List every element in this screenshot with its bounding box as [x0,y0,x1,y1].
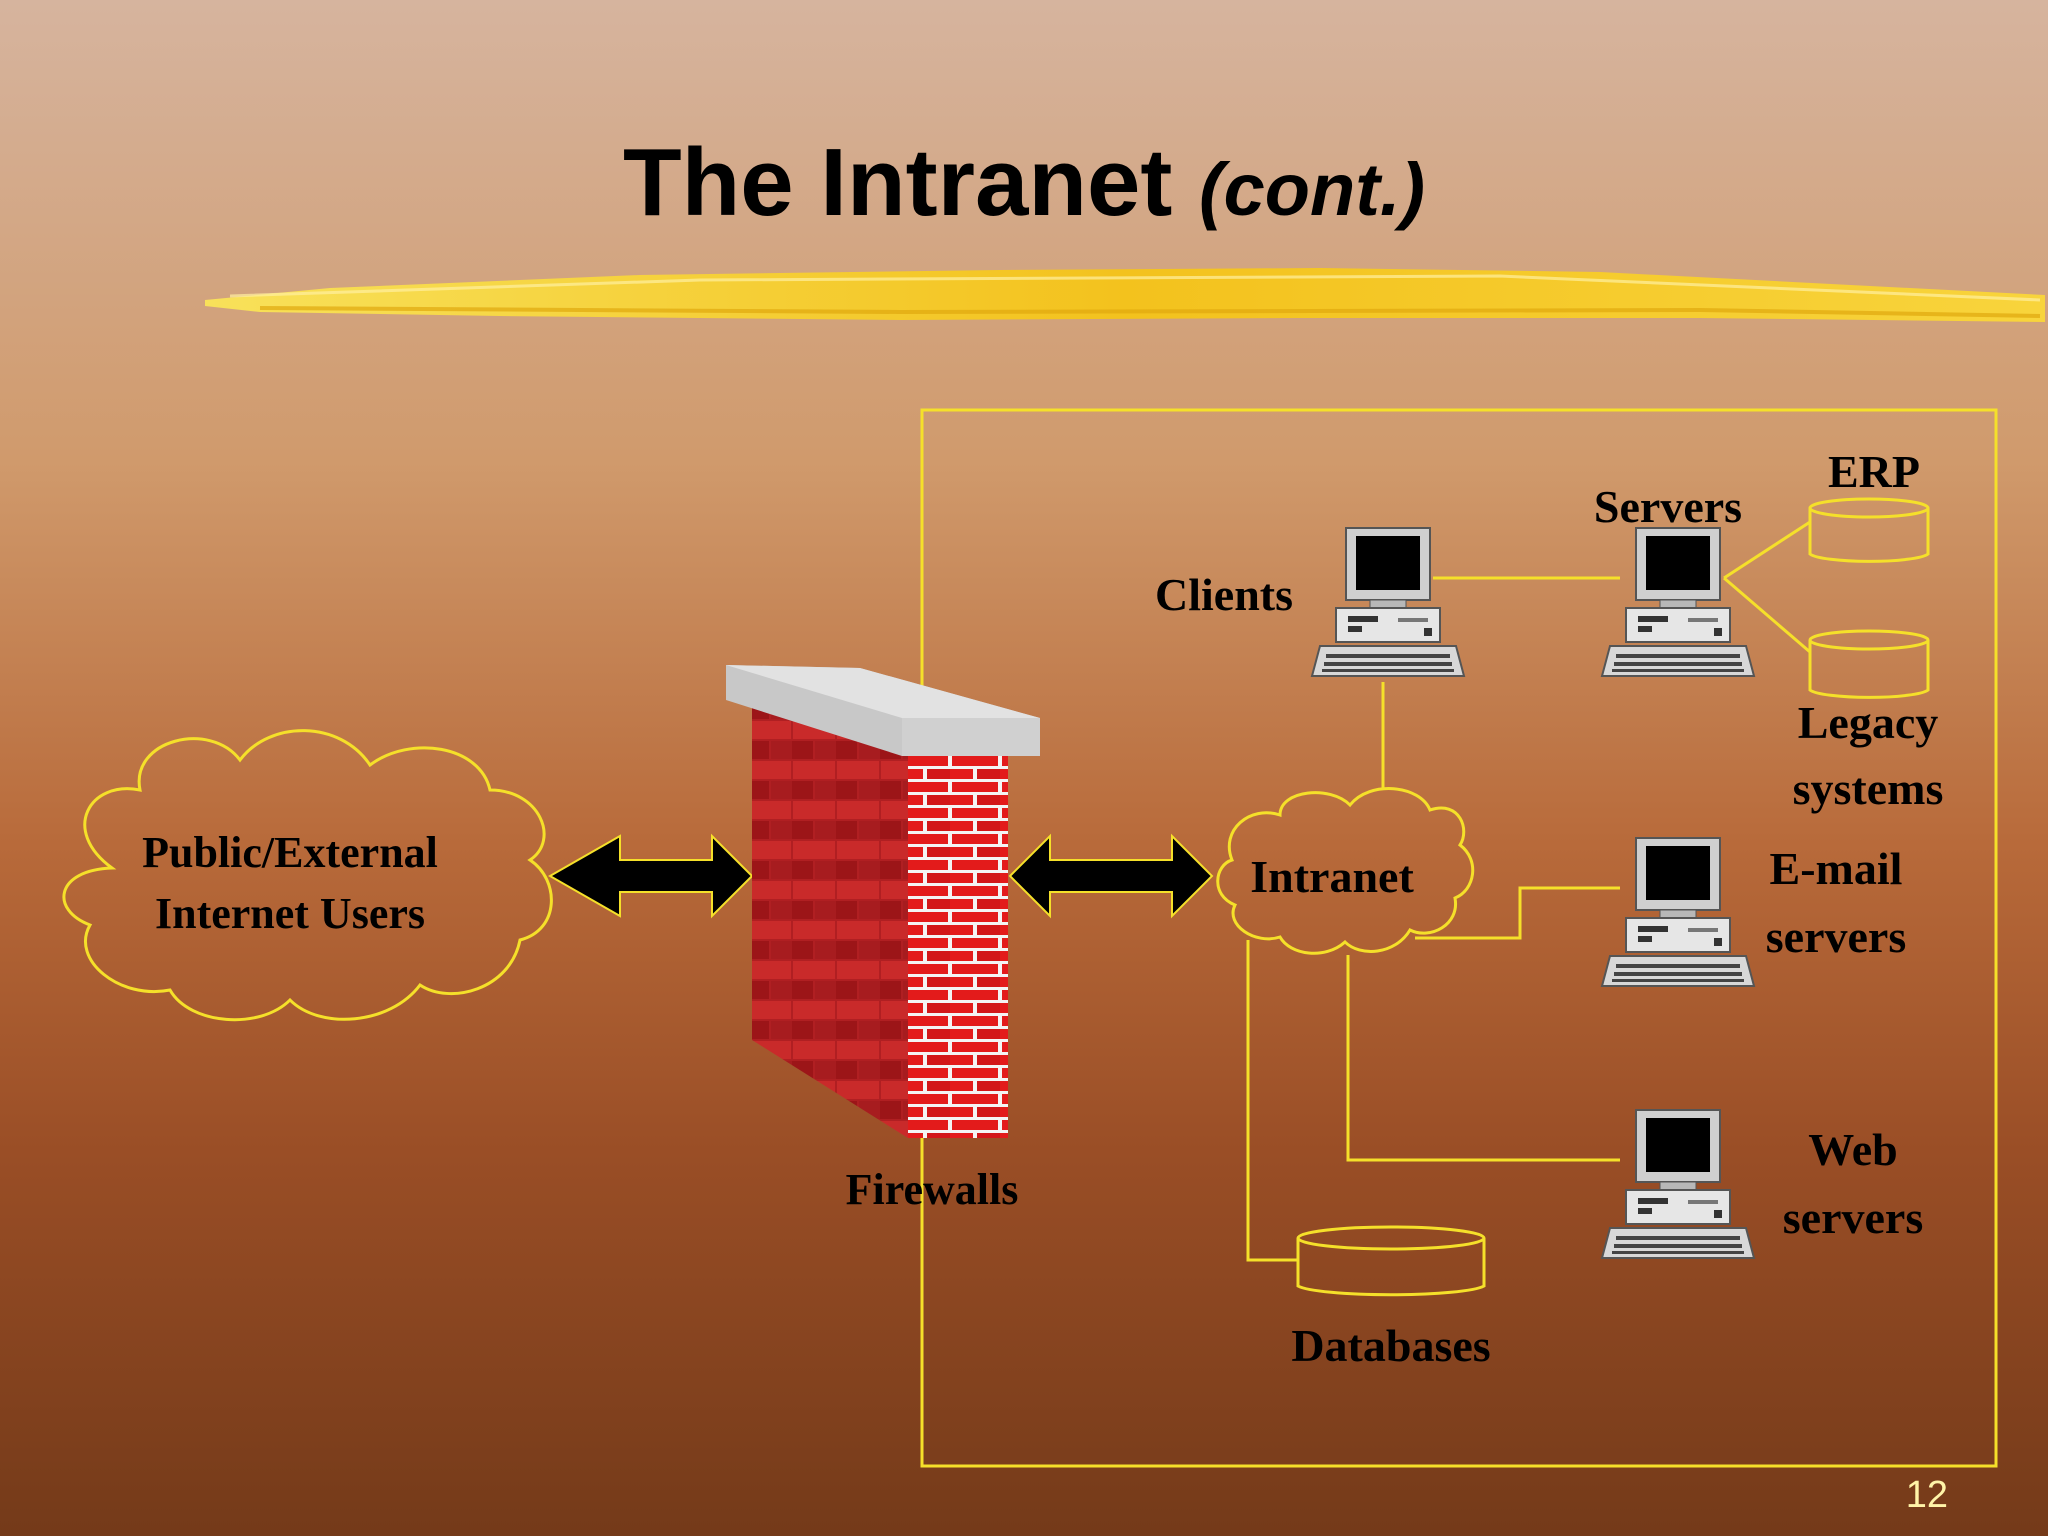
server-computer-icon [1601,527,1755,677]
client-computer-icon [1311,527,1465,677]
email-label-line2: servers [1766,911,1906,962]
servers-label: Servers [1594,481,1742,532]
external-users-cloud: Public/External Internet Users [62,729,553,1022]
erp-label: ERP [1828,446,1920,497]
title-main: The Intranet [622,129,1173,236]
email-server-computer-icon [1601,837,1755,987]
external-users-label-line1: Public/External [142,828,438,877]
web-label-line2: servers [1783,1192,1923,1243]
web-server-computer-icon [1601,1109,1755,1259]
databases-icon [1296,1225,1486,1297]
legacy-label-line2: systems [1793,763,1944,814]
legacy-label-line1: Legacy [1798,697,1939,748]
external-users-label-line2: Internet Users [155,889,425,938]
slide-title: The Intranet (cont.) [0,128,2048,238]
intranet-label: Intranet [1250,851,1414,902]
clients-label: Clients [1155,569,1293,620]
bidirectional-arrow-left [547,833,754,919]
email-label-line1: E-mail [1770,843,1903,894]
web-label-line1: Web [1808,1124,1897,1175]
legacy-systems-database-icon [1808,629,1930,699]
firewall-icon [726,665,1040,1138]
connection-lines [1246,520,1811,1262]
erp-database-icon [1808,497,1930,563]
databases-label: Databases [1291,1320,1490,1371]
page-number: 12 [1905,1474,1948,1516]
title-underline [205,268,2045,322]
intranet-cloud: Intranet [1216,787,1475,955]
firewall-label: Firewalls [846,1165,1019,1214]
title-suffix: (cont.) [1199,148,1426,231]
bidirectional-arrow-right [1008,833,1214,919]
